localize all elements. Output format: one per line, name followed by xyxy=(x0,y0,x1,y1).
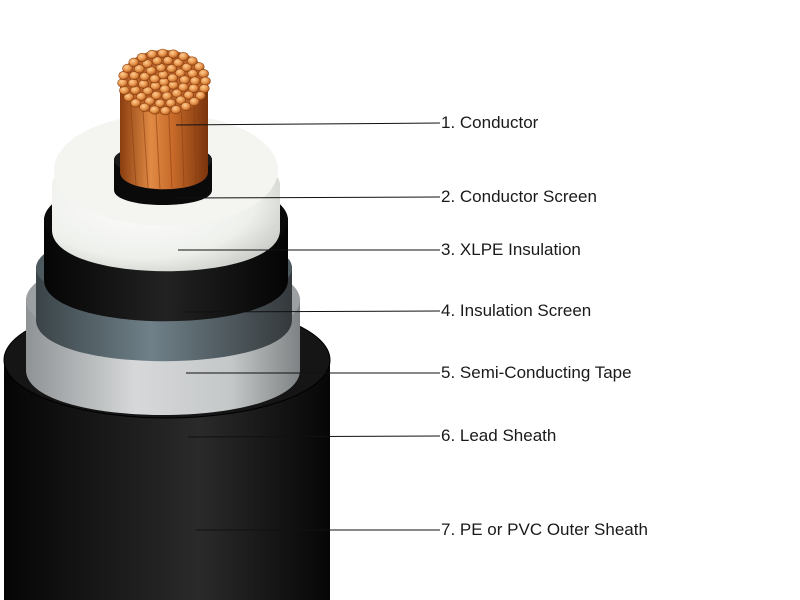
leader-line-conductor xyxy=(175,122,441,126)
conductor-strand xyxy=(187,56,198,66)
conductor-strand xyxy=(128,57,140,67)
conductor-strand xyxy=(188,97,200,107)
conductor-strand xyxy=(178,82,189,92)
conductor-strand xyxy=(157,48,168,58)
conductor-strand xyxy=(173,58,184,68)
conductor-strand xyxy=(160,106,171,116)
conductor-strand xyxy=(136,52,148,62)
conductor-strand xyxy=(151,90,162,100)
conductor-strand xyxy=(168,49,179,59)
label-insulation-screen: 4. Insulation Screen xyxy=(441,301,592,320)
conductor-strand xyxy=(122,63,133,73)
conductor-strand xyxy=(149,105,160,115)
leader-line-lead-sheath xyxy=(187,435,441,438)
label-outer-sheath: 7. PE or PVC Outer Sheath xyxy=(441,520,648,539)
conductor-strand xyxy=(165,98,177,108)
conductor-strand xyxy=(130,98,141,108)
label-conductor-screen: 2. Conductor Screen xyxy=(441,187,597,206)
leader-line-conductor-screen xyxy=(175,196,441,199)
conductor-strand xyxy=(195,91,206,101)
conductor-strand xyxy=(135,92,147,102)
conductor-strand xyxy=(178,52,189,62)
conductor-strand xyxy=(139,102,150,112)
conductor-strand xyxy=(170,105,182,115)
label-lead-sheath: 6. Lead Sheath xyxy=(441,426,557,445)
conductor-strand xyxy=(144,96,155,106)
conductor-strand xyxy=(193,62,205,72)
leader-line-insulation-screen xyxy=(181,310,441,313)
conductor-strand xyxy=(141,59,153,69)
conductor-strand xyxy=(149,74,160,84)
conductor-strand xyxy=(134,64,145,74)
conductor-strand xyxy=(167,73,178,83)
conductor-strand xyxy=(180,102,192,112)
conductor-strands xyxy=(117,48,211,116)
conductor-strand xyxy=(129,71,140,81)
label-conductor: 1. Conductor xyxy=(441,113,539,132)
conductor-strand xyxy=(151,56,163,66)
conductor-strand xyxy=(139,72,150,82)
conductor-strand xyxy=(166,64,177,74)
conductor-strand xyxy=(146,49,158,59)
conductor-strand xyxy=(123,92,135,102)
conductor-strand xyxy=(183,90,194,100)
conductor xyxy=(117,48,211,191)
conductor-strand xyxy=(174,68,186,78)
conductor-strand xyxy=(175,95,187,105)
conductor-strand xyxy=(188,83,199,93)
conductor-strand xyxy=(154,98,166,108)
conductor-strand xyxy=(142,86,154,96)
conductor-strand xyxy=(181,62,193,72)
conductor-strand xyxy=(162,56,174,66)
label-semi-conducting-tape: 5. Semi-Conducting Tape xyxy=(441,363,632,382)
label-xlpe-insulation: 3. XLPE Insulation xyxy=(441,240,581,259)
